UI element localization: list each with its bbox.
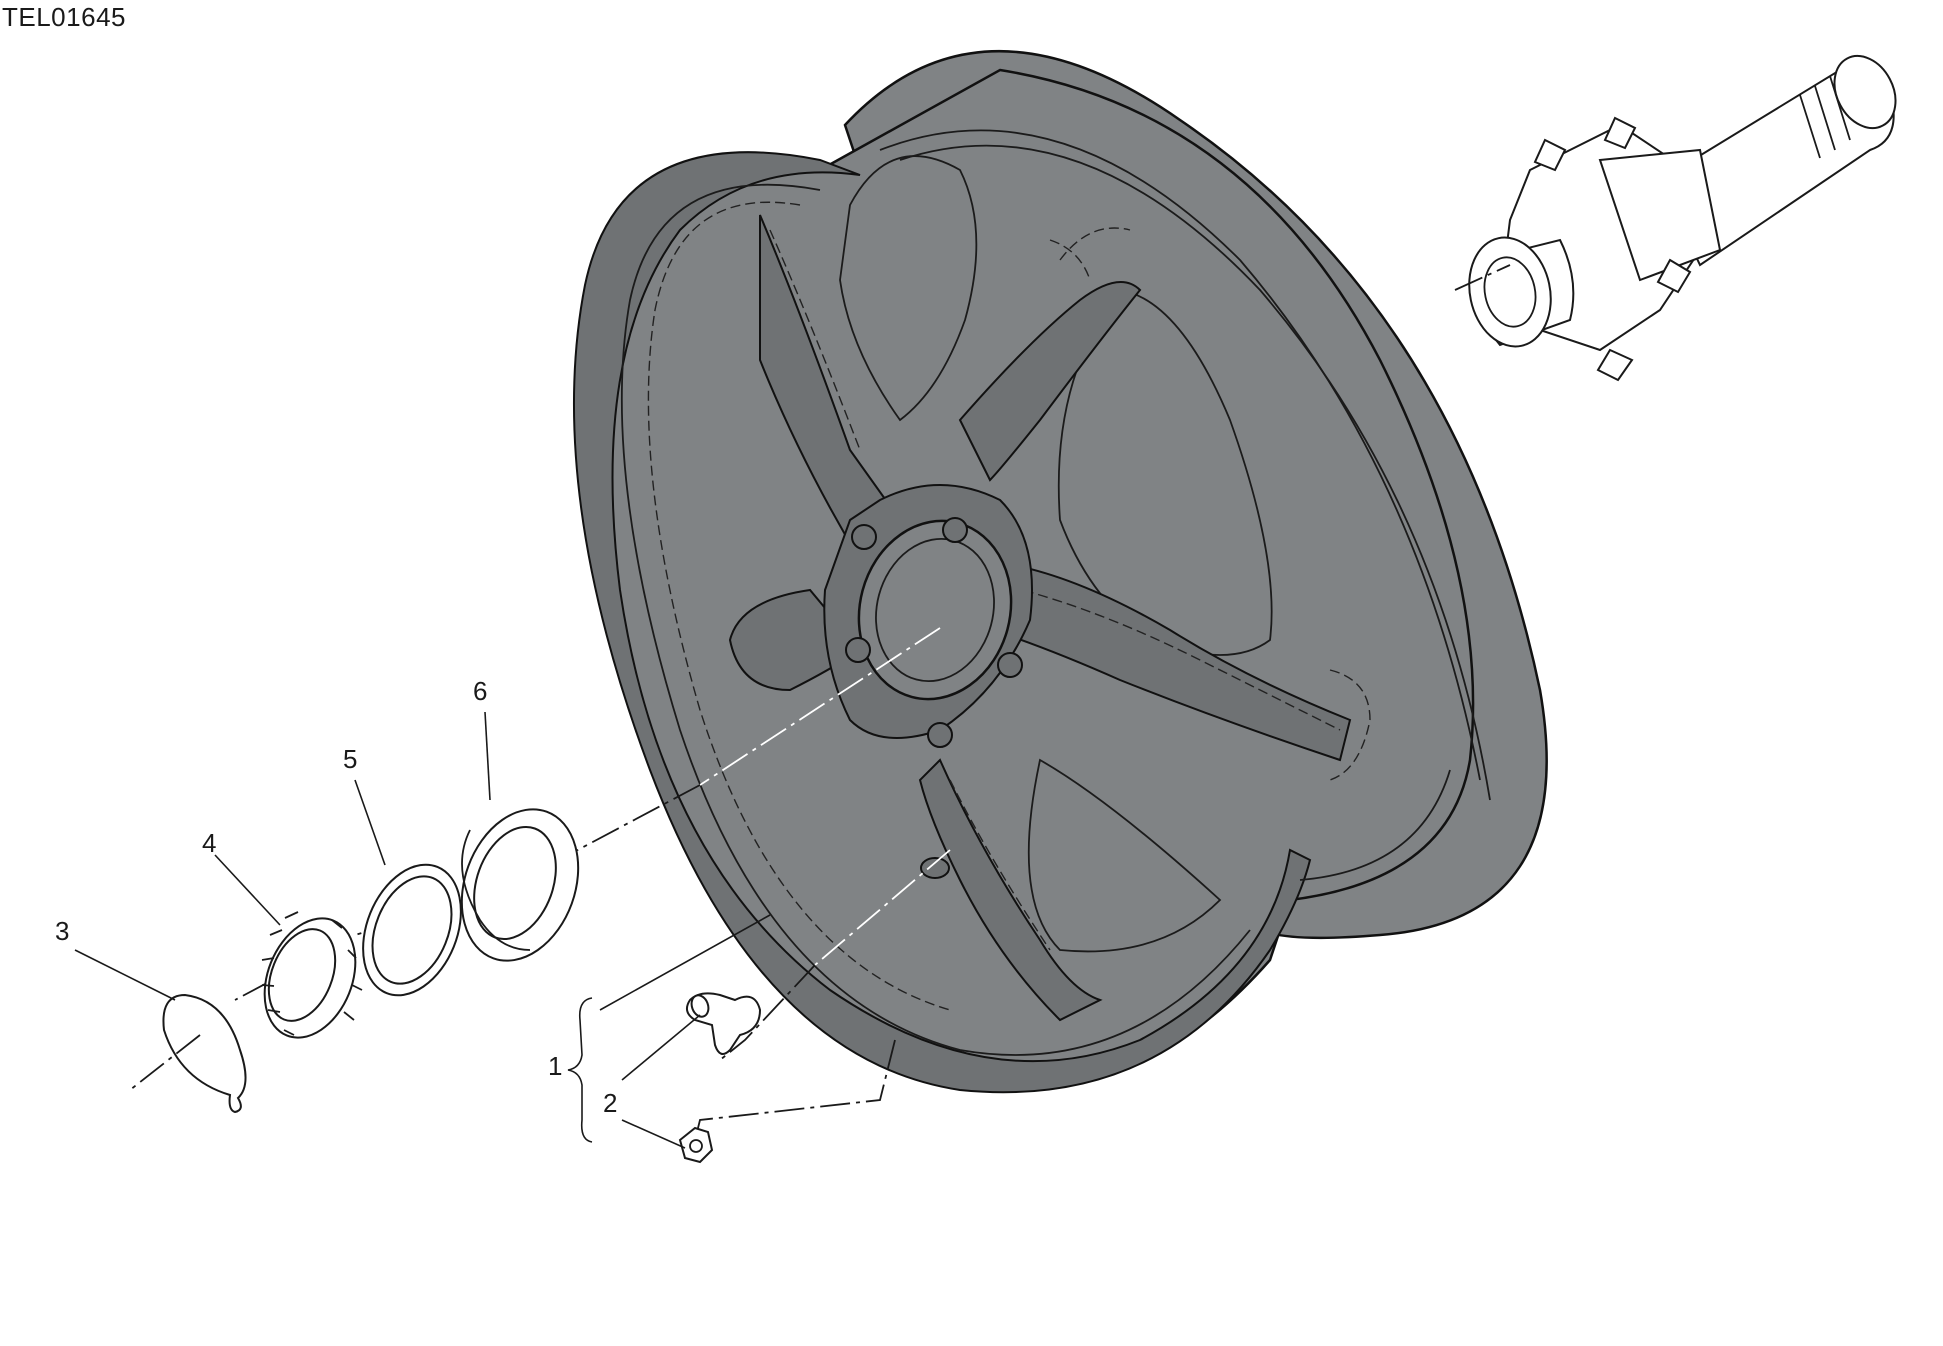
callout-1: 1 (548, 1051, 562, 1081)
brace (567, 997, 593, 1143)
leader-1 (599, 914, 771, 1011)
valve-hole (920, 857, 950, 879)
wheel-hub (823, 484, 1033, 879)
leader-6 (484, 711, 491, 801)
callout-2: 2 (603, 1088, 617, 1118)
valve-part-2 (685, 992, 762, 1055)
hub-axle-assembly (1468, 54, 1897, 382)
callout-5: 5 (343, 744, 357, 774)
valve-nut-part-2 (678, 1126, 714, 1164)
callout-3: 3 (55, 916, 69, 946)
leader-4 (214, 854, 281, 926)
leader-5 (354, 779, 386, 866)
leader-3 (74, 949, 176, 1001)
seal-part-6 (460, 808, 580, 962)
hub-studs (1533, 116, 1692, 382)
callout-4: 4 (202, 828, 216, 858)
wheel-rim (572, 50, 1548, 1094)
hub-bolts (845, 517, 1023, 748)
callout-6: 6 (473, 676, 487, 706)
washer-part-5 (362, 863, 462, 997)
ring-nut-part-4 (261, 911, 363, 1039)
drawing-id: TEL01645 (2, 2, 126, 32)
leader-2b (621, 1119, 686, 1149)
leader-2a (621, 1014, 701, 1081)
circlip-part-3 (162, 993, 247, 1114)
